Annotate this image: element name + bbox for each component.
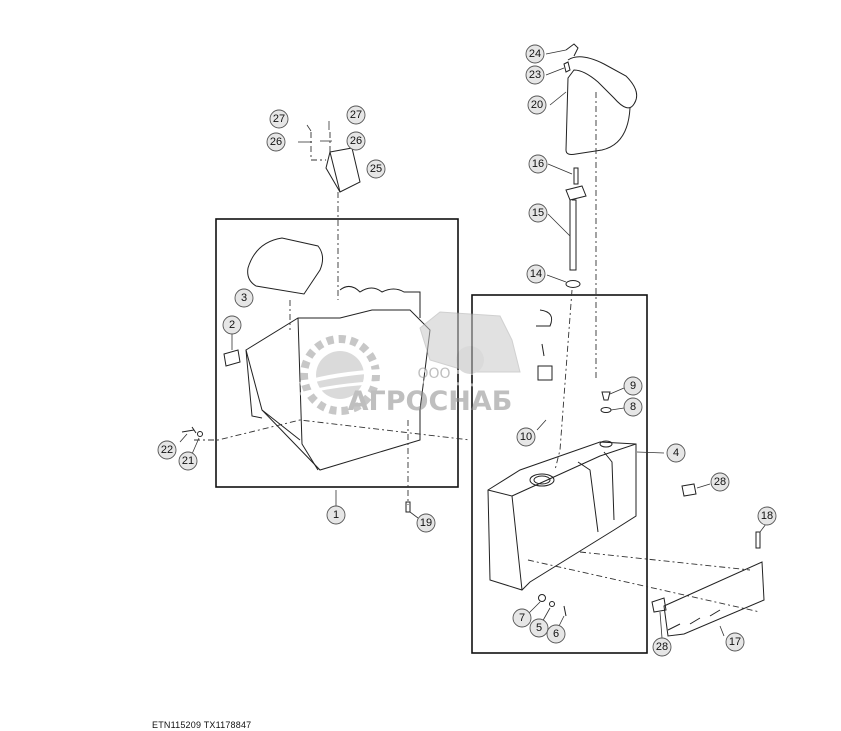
callout: 16 xyxy=(528,154,548,174)
callout: 27 xyxy=(346,105,366,125)
callout: 9 xyxy=(623,376,643,396)
svg-text:9: 9 xyxy=(630,380,636,392)
svg-text:16: 16 xyxy=(532,158,544,170)
callout: 8 xyxy=(623,397,643,417)
callout: 26 xyxy=(266,132,286,152)
svg-text:6: 6 xyxy=(553,628,559,640)
screw-18 xyxy=(755,523,767,549)
svg-text:2: 2 xyxy=(229,319,235,331)
callout: 25 xyxy=(366,159,386,179)
svg-text:19: 19 xyxy=(420,517,432,529)
callout: 7 xyxy=(512,608,532,628)
svg-text:7: 7 xyxy=(519,612,525,624)
cap-9-8 xyxy=(600,387,625,413)
callout: 2 xyxy=(222,315,242,335)
svg-text:25: 25 xyxy=(370,163,382,175)
tank-4 xyxy=(487,440,665,591)
watermark-company-form: ООО xyxy=(417,366,450,382)
svg-text:17: 17 xyxy=(729,636,741,648)
callout: 18 xyxy=(757,506,777,526)
callout: 15 xyxy=(528,203,548,223)
callout: 22 xyxy=(157,440,177,460)
callout: 14 xyxy=(526,264,546,284)
callout: 10 xyxy=(516,427,536,447)
svg-text:24: 24 xyxy=(529,48,541,60)
callout: 17 xyxy=(725,632,745,652)
watermark-company-name: АГРОСНАБ xyxy=(348,386,513,417)
svg-text:27: 27 xyxy=(350,109,362,121)
svg-text:28: 28 xyxy=(714,476,726,488)
svg-text:28: 28 xyxy=(656,641,668,653)
callout: 1 xyxy=(326,505,346,525)
bolt-22-21 xyxy=(179,426,203,455)
callout: 23 xyxy=(525,65,545,85)
svg-text:10: 10 xyxy=(520,431,532,443)
svg-text:8: 8 xyxy=(630,401,636,413)
callout: 21 xyxy=(178,451,198,471)
svg-text:14: 14 xyxy=(530,268,542,280)
svg-text:22: 22 xyxy=(161,444,173,456)
bracket-25 xyxy=(298,121,361,300)
callout: 5 xyxy=(529,618,549,638)
svg-text:20: 20 xyxy=(531,99,543,111)
callout: 27 xyxy=(269,109,289,129)
callout: 19 xyxy=(416,513,436,533)
svg-text:18: 18 xyxy=(761,510,773,522)
callout: 3 xyxy=(234,288,254,308)
pad-28 xyxy=(651,483,711,639)
screw-19 xyxy=(405,501,419,519)
svg-text:23: 23 xyxy=(529,69,541,81)
svg-text:15: 15 xyxy=(532,207,544,219)
svg-text:26: 26 xyxy=(270,136,282,148)
svg-text:4: 4 xyxy=(673,447,679,459)
svg-text:27: 27 xyxy=(273,113,285,125)
footer-code: ETN115209 TX1178847 xyxy=(152,720,252,730)
tube-15 xyxy=(546,163,587,288)
callout: 26 xyxy=(346,131,366,151)
watermark: ООО АГРОСНАБ xyxy=(299,311,521,417)
hose-20 xyxy=(545,43,638,155)
svg-text:5: 5 xyxy=(536,622,542,634)
frame-right xyxy=(471,294,648,654)
cap-10 xyxy=(536,309,553,431)
label-2 xyxy=(223,334,241,367)
strap-17 xyxy=(663,561,765,637)
svg-text:3: 3 xyxy=(241,292,247,304)
callout: 24 xyxy=(525,44,545,64)
callout: 28 xyxy=(710,472,730,492)
callout: 6 xyxy=(546,624,566,644)
svg-text:26: 26 xyxy=(350,135,362,147)
svg-text:1: 1 xyxy=(333,509,339,521)
svg-text:21: 21 xyxy=(182,455,194,467)
callout: 4 xyxy=(666,443,686,463)
callout: 28 xyxy=(652,637,672,657)
cover-3 xyxy=(247,237,324,295)
callout: 20 xyxy=(527,95,547,115)
